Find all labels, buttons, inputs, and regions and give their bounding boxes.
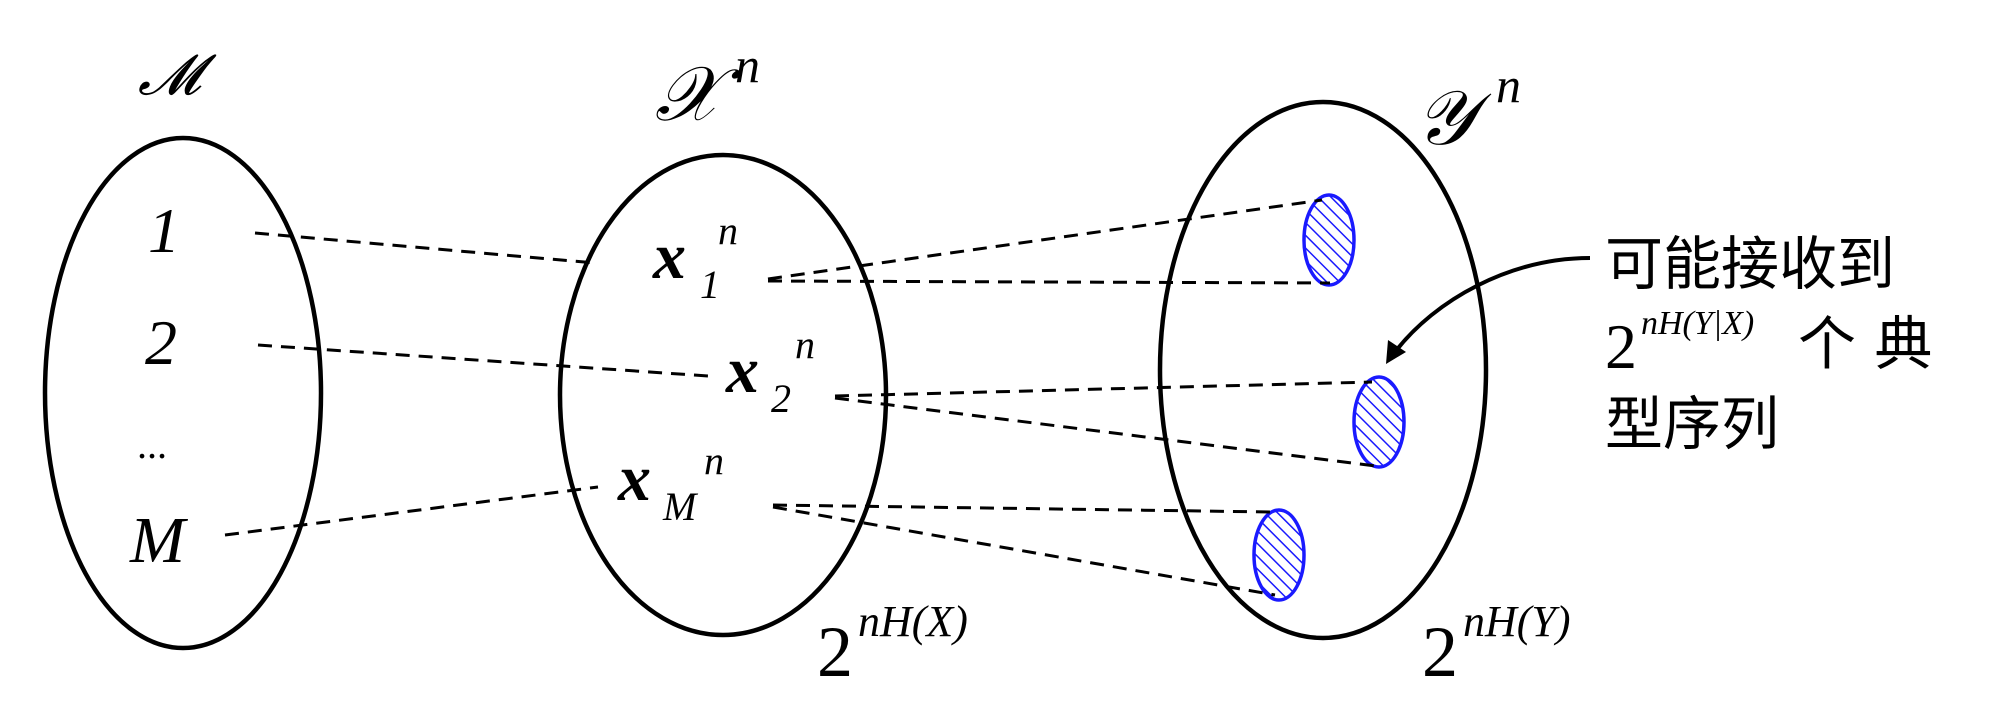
annotation-exponent: nH(Y|X) bbox=[1641, 305, 1754, 342]
cardinality-exponent: nH(X) bbox=[858, 597, 968, 646]
input-set-symbol: 𝒳 bbox=[655, 53, 741, 137]
mapping-line bbox=[767, 279, 1331, 285]
codeword-main: x bbox=[617, 442, 651, 515]
typical-set-blob bbox=[1302, 193, 1356, 287]
output-set-cardinality: 2 nH(Y) bbox=[1422, 597, 1571, 692]
codeword-subscript: M bbox=[662, 484, 699, 529]
codeword-main: x bbox=[652, 220, 686, 293]
mapping-line bbox=[772, 505, 1276, 597]
codeword-superscript: n bbox=[704, 438, 724, 483]
input-set-cardinality: 2 nH(X) bbox=[817, 597, 968, 692]
codeword-subscript: 1 bbox=[700, 262, 720, 307]
annotation-arrow bbox=[1386, 256, 1591, 364]
typical-set-blob bbox=[1252, 508, 1306, 602]
codeword-main: x bbox=[725, 334, 759, 407]
annotation-base: 2 bbox=[1605, 311, 1637, 382]
mapping-line bbox=[767, 198, 1323, 281]
message-label: M bbox=[129, 504, 189, 577]
output-set-superscript: n bbox=[1496, 57, 1521, 113]
mapping-lines bbox=[224, 198, 1377, 597]
typical-sequences-annotation: 可能接收到 2 nH(Y|X) 个 典 型序列 bbox=[1605, 230, 1932, 458]
arrow-curve bbox=[1393, 256, 1591, 354]
mapping-line bbox=[254, 231, 596, 265]
annotation-line-3: 型序列 bbox=[1605, 390, 1779, 458]
cardinality-base: 2 bbox=[1422, 612, 1458, 692]
cardinality-base: 2 bbox=[817, 612, 853, 692]
typical-set-blob bbox=[1352, 375, 1406, 469]
codeword-subscript: 2 bbox=[771, 376, 791, 421]
mapping-line bbox=[772, 503, 1273, 514]
codeword-label: x M n bbox=[617, 438, 724, 529]
output-set-title: 𝒴 n bbox=[1415, 57, 1521, 161]
annotation-line-2-rest: 个 典 bbox=[1798, 310, 1932, 378]
message-label: 1 bbox=[148, 195, 180, 266]
mapping-line bbox=[257, 343, 709, 378]
message-label: 2 bbox=[145, 307, 177, 378]
message-label: ... bbox=[138, 422, 168, 467]
codeword-label: x 2 n bbox=[725, 322, 815, 421]
message-set-title: 𝓜 bbox=[138, 45, 217, 107]
mapping-line bbox=[224, 485, 599, 537]
message-set-ellipse bbox=[42, 135, 324, 651]
codeword-superscript: n bbox=[718, 208, 738, 253]
input-set-title: 𝒳 n bbox=[655, 37, 760, 137]
arrow-head bbox=[1386, 340, 1406, 364]
output-set-symbol: 𝒴 bbox=[1415, 77, 1492, 161]
input-set-superscript: n bbox=[735, 37, 760, 93]
mapping-line bbox=[834, 380, 1373, 398]
codeword-label: x 1 n bbox=[652, 208, 738, 307]
annotation-line-1: 可能接收到 bbox=[1605, 230, 1895, 298]
codeword-superscript: n bbox=[795, 322, 815, 367]
cardinality-exponent: nH(Y) bbox=[1463, 597, 1571, 646]
output-set-ellipse bbox=[1157, 99, 1489, 641]
mapping-line bbox=[834, 396, 1377, 468]
